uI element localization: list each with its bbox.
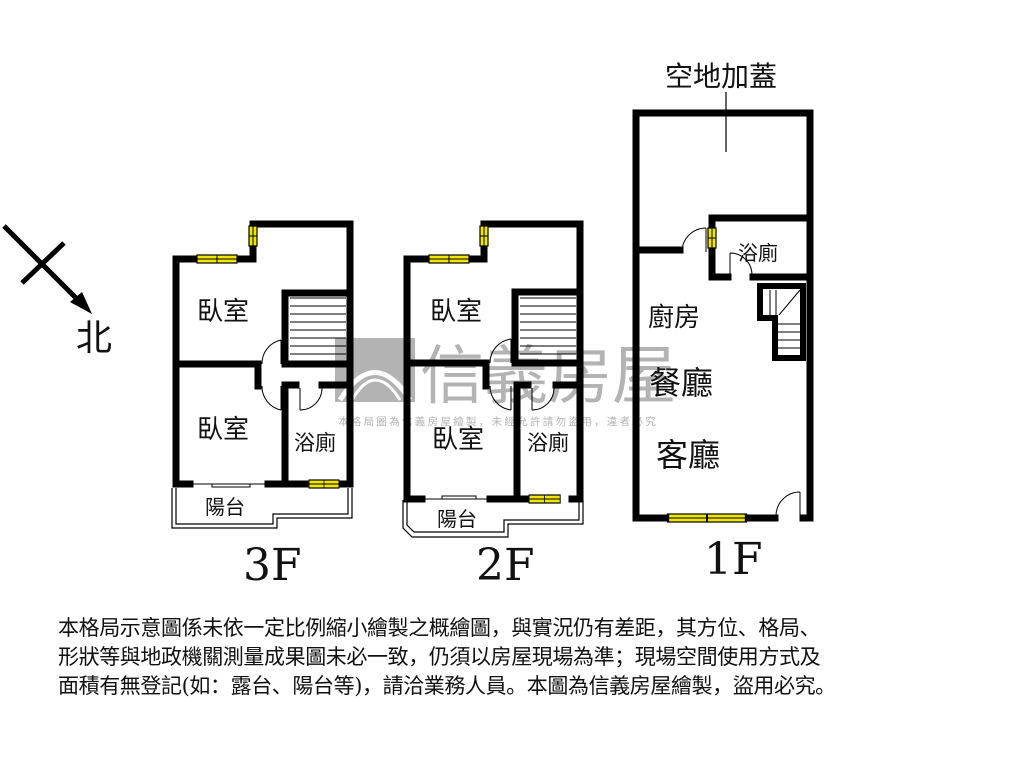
window-icon: [308, 479, 340, 489]
north-label: 北: [76, 318, 112, 359]
window-icon: [196, 254, 238, 264]
window-icon: [528, 494, 561, 504]
window-icon: [479, 225, 489, 247]
disclaimer: 本格局示意圖係未依一定比例縮小繪製之概繪圖，與實況仍有差距，其方位、格局、 形狀…: [58, 614, 1018, 701]
compass: 北: [2, 224, 112, 359]
room-label-bathroom: 浴廁: [527, 431, 569, 455]
room-label-bedroom: 臥室: [197, 415, 249, 445]
disclaimer-line: 面積有無登記(如：露台、陽台等)，請洽業務人員。本圖為信義房屋繪製，盜用必究。: [58, 674, 836, 698]
room-label-dining: 餐廳: [649, 364, 713, 402]
floor-label: 2F: [476, 540, 535, 591]
room-label-bedroom: 臥室: [432, 425, 484, 455]
floor-label: 1F: [704, 534, 763, 585]
room-label-bathroom: 浴廁: [738, 241, 778, 265]
floor-3f: 臥室 臥室 浴廁 陽台 3F: [171, 220, 354, 591]
north-arrow-icon: [2, 224, 86, 308]
room-label-bedroom: 臥室: [197, 297, 249, 327]
watermark-notice: 本格局圖為信義房屋繪製，未經允許請勿盜用，違者必究: [338, 415, 658, 428]
room-label-addition: 空地加蓋: [665, 60, 777, 93]
watermark: 信義房屋 本格局圖為信義房屋繪製，未經允許請勿盜用，違者必究: [335, 338, 676, 428]
disclaimer-line: 形狀等與地政機關測量成果圖未必一致，仍須以房屋現場為準；現場空間使用方式及: [58, 645, 821, 669]
window-icon: [666, 512, 748, 524]
floor-1f: 空地加蓋 浴廁 廚房 餐廳 客廳 1F: [632, 60, 814, 585]
disclaimer-line: 本格局示意圖係未依一定比例縮小繪製之概繪圖，與實況仍有差距，其方位、格局、: [58, 616, 821, 640]
room-label-bathroom: 浴廁: [294, 431, 336, 455]
room-label-kitchen: 廚房: [648, 303, 700, 333]
floor-2f: 臥室 臥室 浴廁 陽台 2F: [402, 220, 584, 591]
room-label-living: 客廳: [656, 436, 720, 474]
window-icon: [707, 227, 717, 249]
window-icon: [428, 254, 470, 264]
window-icon: [248, 225, 258, 247]
floor-label: 3F: [243, 540, 302, 591]
room-label-balcony: 陽台: [437, 507, 477, 531]
room-label-balcony: 陽台: [205, 495, 245, 519]
room-label-bedroom: 臥室: [430, 297, 482, 327]
